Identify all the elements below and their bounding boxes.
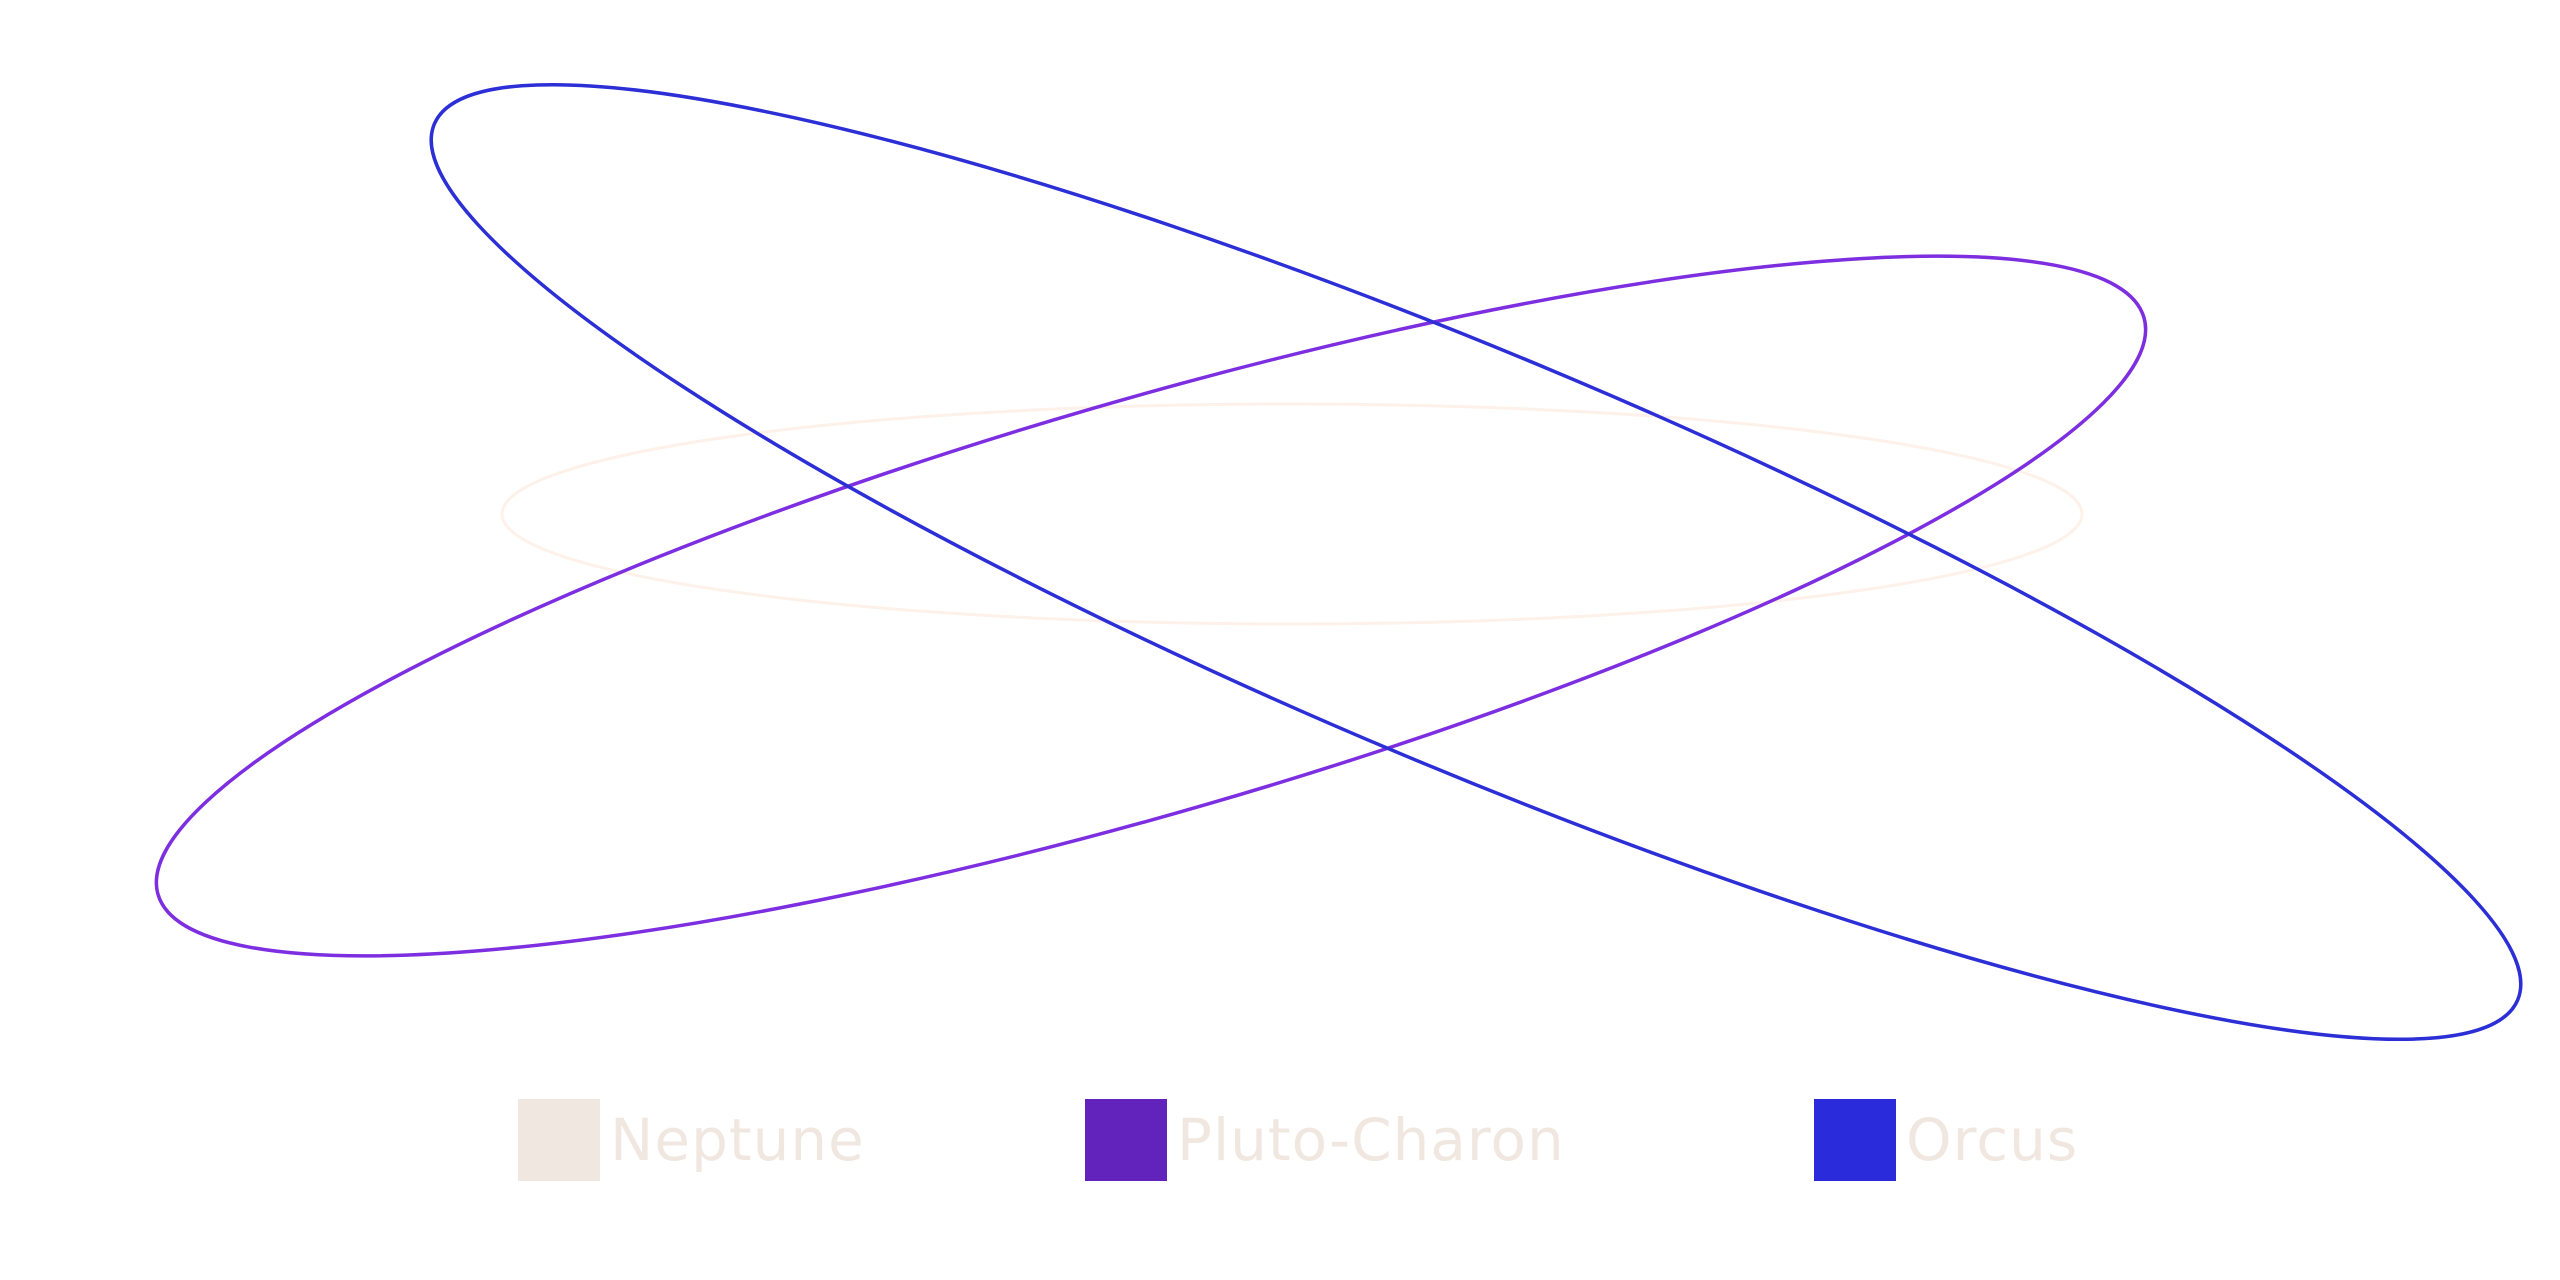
neptune-orbit <box>500 402 2084 626</box>
legend-swatch-neptune <box>518 1099 600 1181</box>
legend-swatch-orcus <box>1814 1099 1896 1181</box>
legend-swatch-pluto-charon <box>1085 1099 1167 1181</box>
legend-label-neptune: Neptune <box>610 1106 865 1174</box>
legend-item-orcus: Orcus <box>1814 1099 2078 1181</box>
orcus-orbit <box>429 82 2523 1042</box>
legend-label-pluto-charon: Pluto-Charon <box>1177 1106 1565 1174</box>
legend-item-neptune: Neptune <box>518 1099 865 1181</box>
legend-label-orcus: Orcus <box>1906 1106 2079 1174</box>
pluto-charon-orbit <box>154 254 2148 958</box>
legend-item-pluto-charon: Pluto-Charon <box>1085 1099 1565 1181</box>
